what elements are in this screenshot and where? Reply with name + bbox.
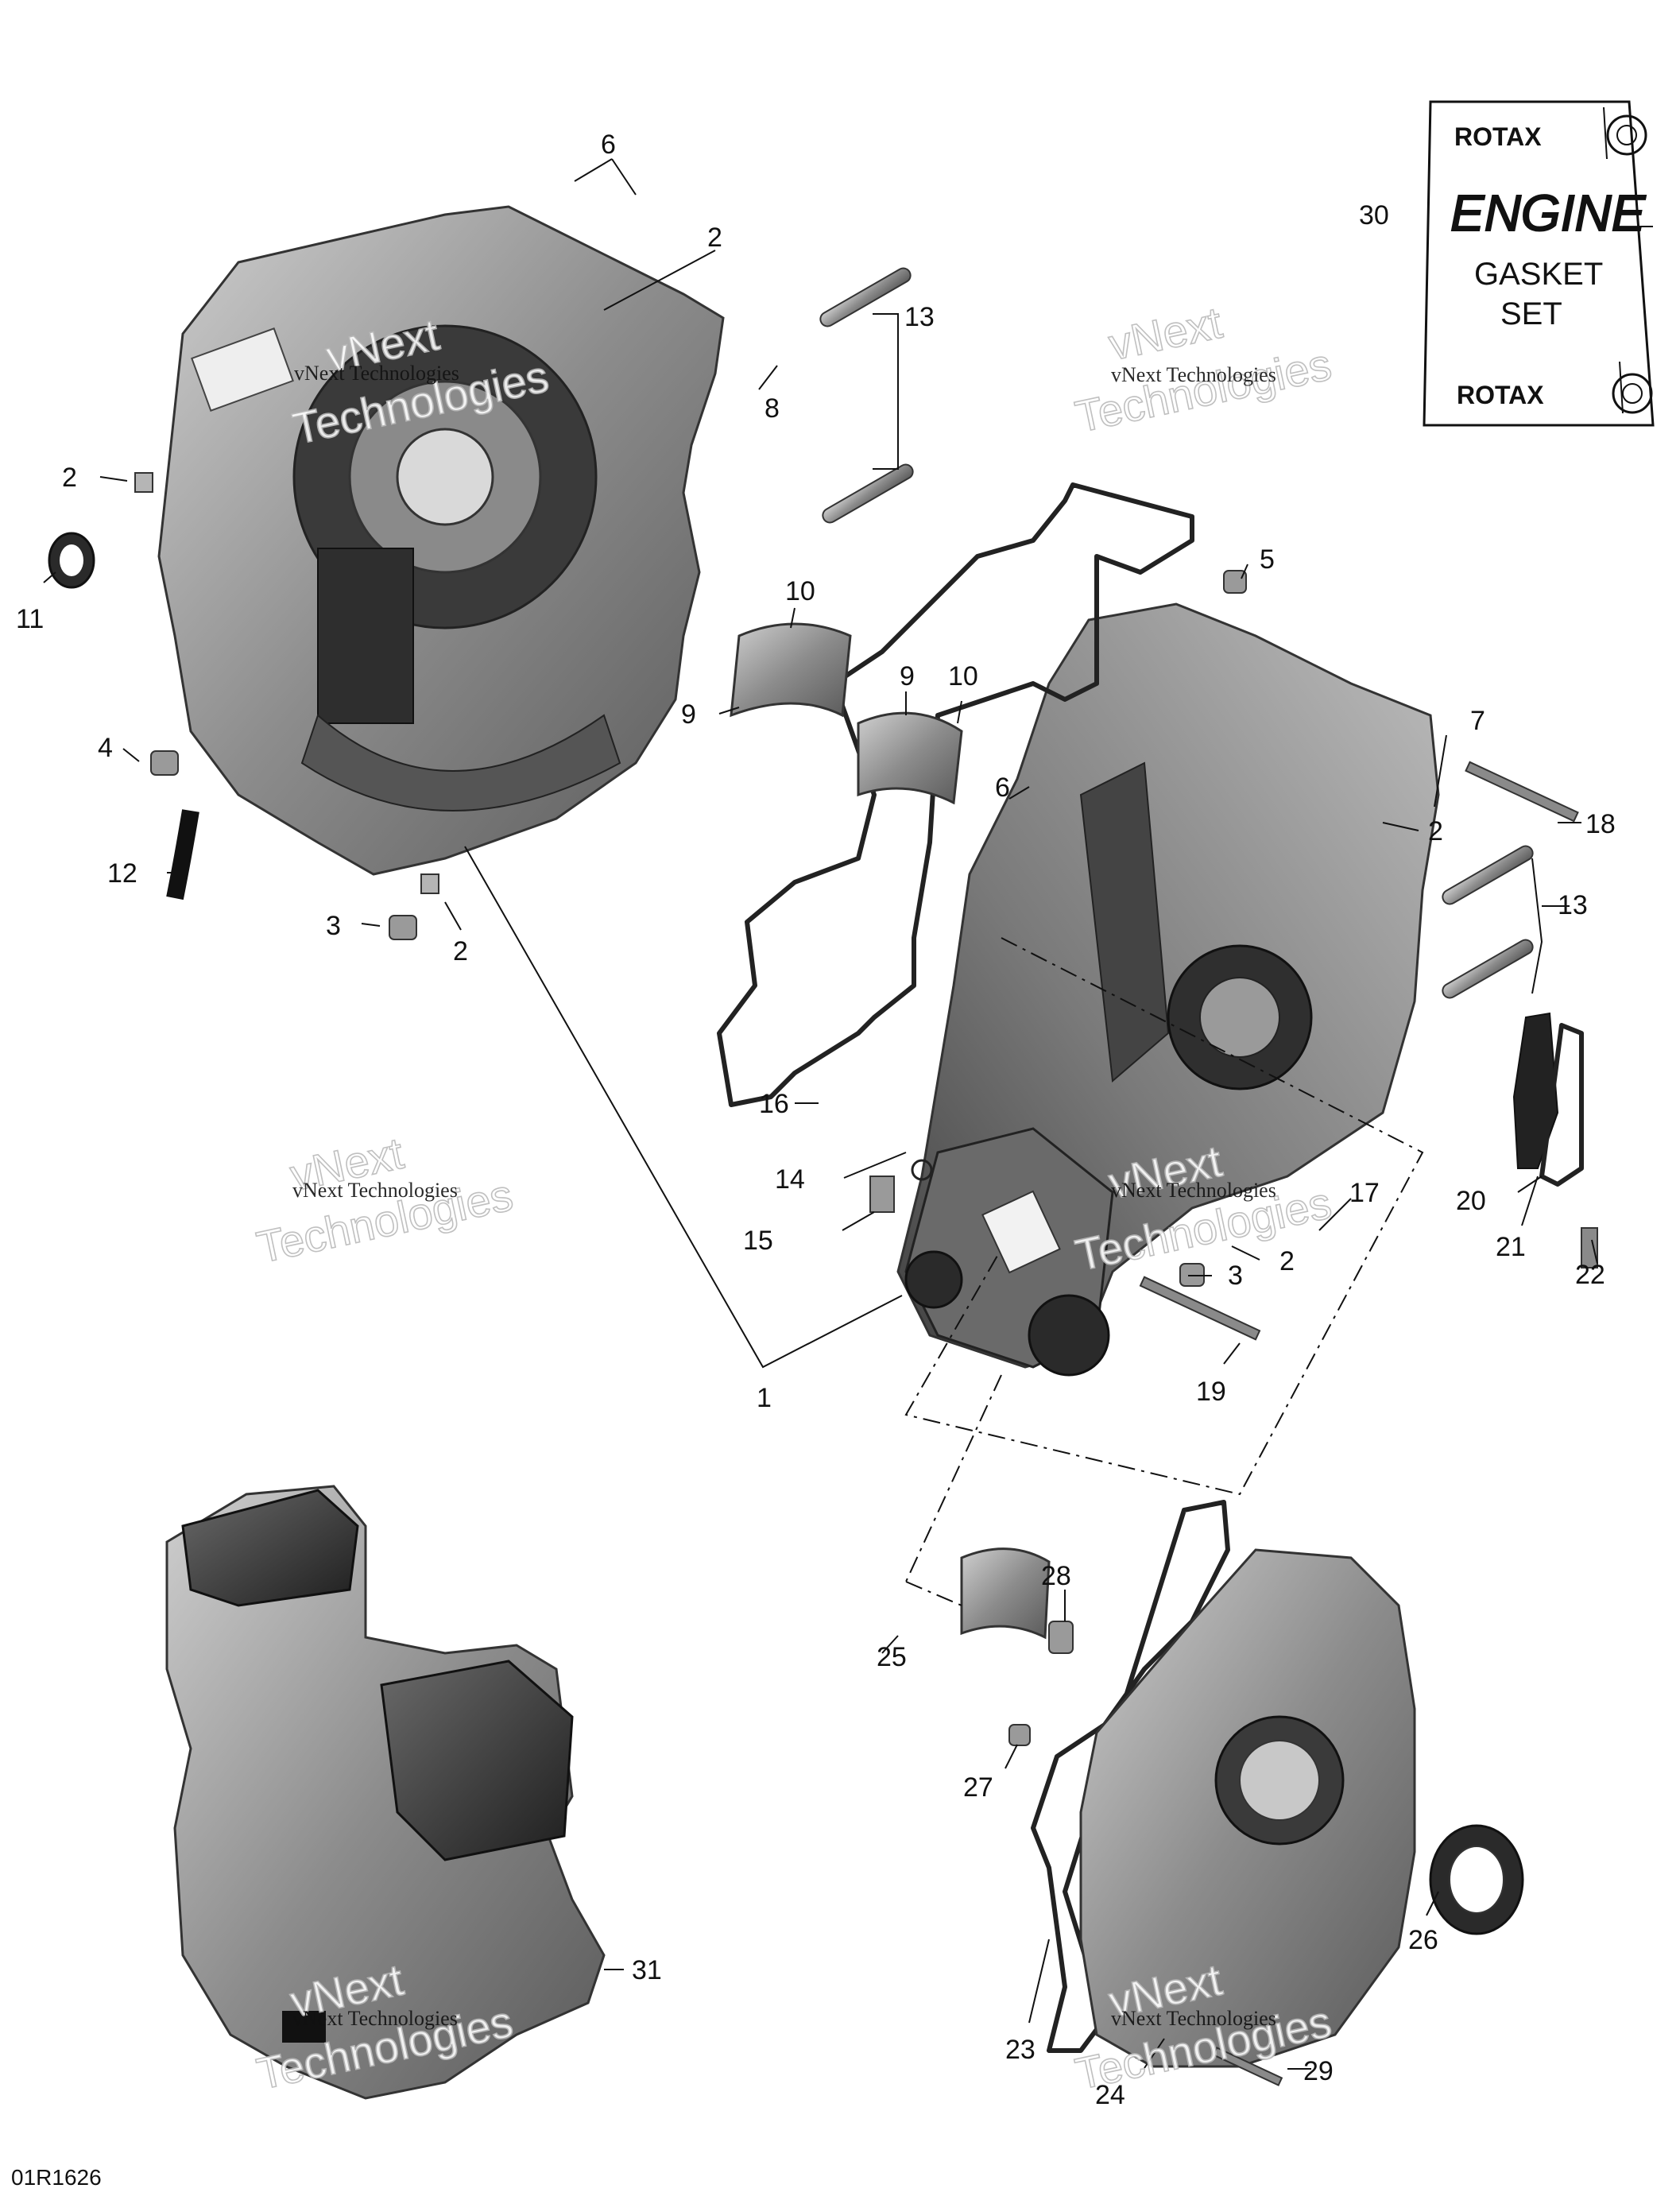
- callout-2: 2: [707, 223, 722, 253]
- watermark-caption: vNext Technologies: [292, 1179, 458, 1202]
- small-parts: [48, 267, 1598, 2086]
- callout-20: 20: [1456, 1186, 1486, 1216]
- brand-badge-icon: [1606, 114, 1647, 156]
- callout-23: 23: [1005, 2035, 1035, 2065]
- callout-6: 6: [995, 773, 1010, 803]
- callout-17: 17: [1349, 1178, 1380, 1208]
- crankcase-cover: [1031, 1500, 1416, 2068]
- callout-14: 14: [775, 1164, 805, 1195]
- callout-1: 1: [757, 1383, 772, 1413]
- brand-badge-icon: [1612, 373, 1653, 414]
- watermark-name: Technologies: [1071, 339, 1336, 442]
- engine-assembly: [165, 1485, 606, 2100]
- cover-plate-gasket: [1539, 1023, 1584, 1187]
- kit-brand-top: ROTAX: [1454, 122, 1542, 151]
- callout-28: 28: [1041, 1561, 1071, 1591]
- callout-9: 9: [900, 661, 915, 691]
- callout-19: 19: [1196, 1377, 1226, 1407]
- kit-brand-bottom: ROTAX: [1457, 381, 1544, 409]
- callout-7: 7: [1470, 706, 1485, 736]
- callout-16: 16: [759, 1089, 789, 1119]
- diagram-reference-code: 01R1626: [11, 2165, 102, 2190]
- callout-30: 30: [1359, 200, 1389, 230]
- callout-2: 2: [1428, 816, 1443, 846]
- assembly-lines: [464, 846, 1424, 1606]
- callout-4: 4: [98, 733, 113, 763]
- watermark-caption: vNext Technologies: [1111, 1179, 1276, 1202]
- callout-10: 10: [785, 576, 815, 606]
- callout-3: 3: [326, 911, 341, 941]
- oil-seal-26: [1429, 1824, 1524, 1935]
- callout-13: 13: [1558, 890, 1588, 920]
- callout-29: 29: [1303, 2056, 1334, 2086]
- callout-5: 5: [1260, 544, 1275, 575]
- callout-2: 2: [1279, 1246, 1295, 1276]
- callout-2: 2: [453, 936, 468, 966]
- callout-27: 27: [963, 1772, 993, 1803]
- callout-2: 2: [62, 463, 77, 493]
- kit-line-1: GASKET: [1474, 257, 1603, 292]
- callout-18: 18: [1585, 809, 1616, 839]
- callout-6: 6: [601, 130, 616, 160]
- callout-25: 25: [877, 1642, 907, 1672]
- callout-11: 11: [16, 604, 44, 634]
- kit-line-2: SET: [1500, 296, 1562, 331]
- callout-3: 3: [1228, 1261, 1243, 1291]
- callout-21: 21: [1496, 1232, 1526, 1262]
- kit-title: ENGINE: [1450, 184, 1647, 242]
- callout-26: 26: [1408, 1925, 1438, 1955]
- watermark-caption: vNext Technologies: [294, 362, 459, 385]
- callout-12: 12: [107, 858, 137, 889]
- callout-numbers: 1 2 2 2 2 2 3 3 4 5 6 6 7 8 9 9 10 10 11…: [16, 130, 1616, 2110]
- callout-15: 15: [743, 1226, 773, 1256]
- crankcase-right-half: [896, 602, 1440, 1377]
- watermark-caption: vNext Technologies: [1111, 363, 1276, 386]
- gasket-kit-box: ROTAX ENGINE GASKET SET ROTAX: [1423, 100, 1655, 427]
- callout-22: 22: [1575, 1260, 1605, 1290]
- callout-10: 10: [948, 661, 978, 691]
- crankcase-left-half: [157, 205, 725, 876]
- watermark-brand: vNext: [1105, 297, 1227, 370]
- leader-lines: [43, 158, 1653, 2070]
- watermark-caption: vNext Technologies: [292, 2007, 458, 2030]
- callout-13: 13: [904, 302, 935, 332]
- callout-31: 31: [632, 1955, 662, 1985]
- watermark-caption: vNext Technologies: [1111, 2007, 1276, 2030]
- callout-8: 8: [765, 393, 780, 424]
- callout-24: 24: [1095, 2080, 1125, 2110]
- callout-9: 9: [681, 699, 696, 730]
